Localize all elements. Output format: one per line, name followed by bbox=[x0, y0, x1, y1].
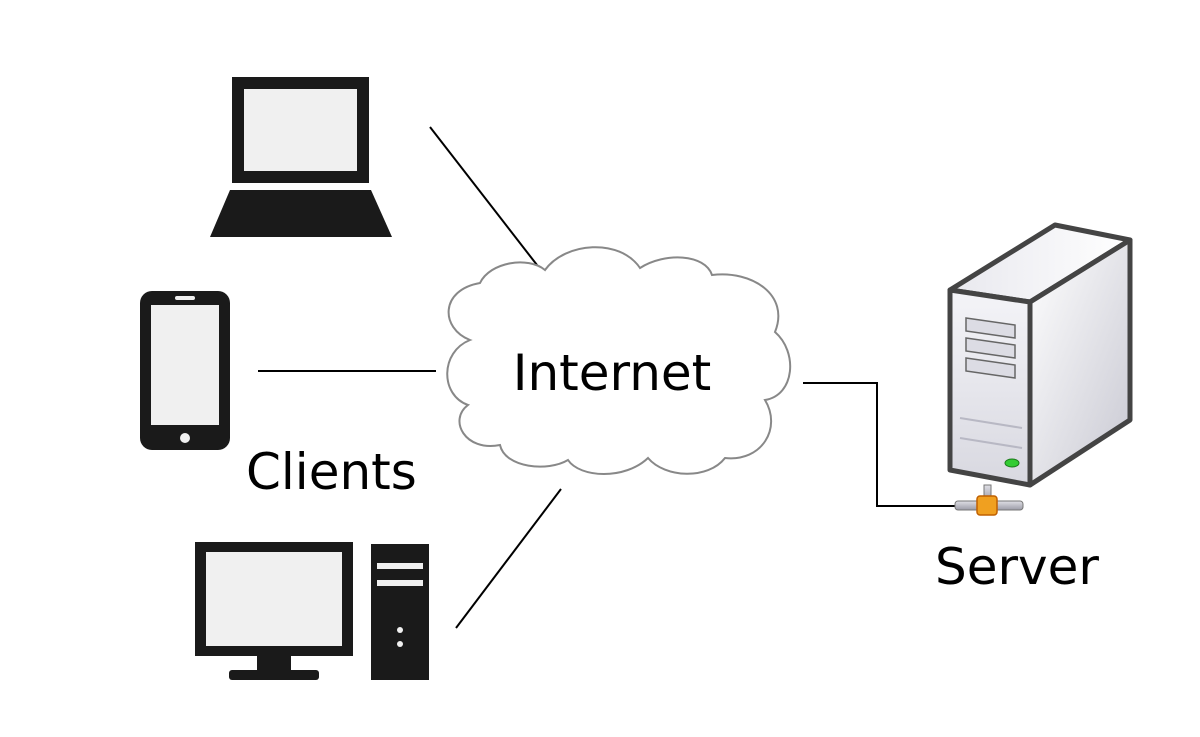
laptop-icon bbox=[210, 77, 392, 237]
laptop-connection-line bbox=[429, 126, 538, 266]
server-label: Server bbox=[935, 538, 1099, 596]
network-connector-icon bbox=[954, 484, 1024, 516]
cloud-icon bbox=[446, 246, 792, 475]
clients-label: Clients bbox=[246, 443, 417, 501]
desktop-connection-line bbox=[455, 488, 562, 629]
power-led-icon bbox=[1004, 458, 1020, 468]
smartphone-icon bbox=[140, 291, 230, 450]
cloud-label: Internet bbox=[513, 344, 712, 402]
desktop-computer-icon bbox=[195, 542, 429, 680]
server-tower-icon bbox=[947, 222, 1133, 488]
server-connection-line bbox=[803, 382, 957, 507]
